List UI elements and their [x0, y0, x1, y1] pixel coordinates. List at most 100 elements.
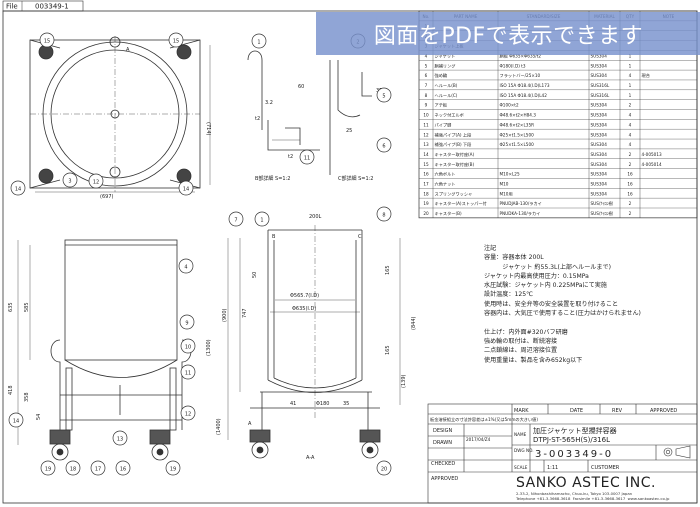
table-cell: 4	[629, 122, 632, 127]
dim-697: (697)	[100, 194, 113, 200]
date-header: DATE	[570, 408, 583, 414]
balloon: 7	[228, 211, 244, 227]
table-cell: SUS304	[591, 73, 608, 78]
table-cell: 1	[629, 63, 632, 68]
table-cell: 19	[423, 201, 429, 206]
dim-180: Φ180	[316, 401, 329, 407]
dim-t2-b: t2	[255, 116, 260, 122]
table-cell: SUS316L	[591, 93, 610, 98]
svg-text:8: 8	[382, 213, 385, 219]
table-cell: SUS304	[591, 142, 608, 147]
sheet-border	[2, 10, 698, 504]
table-cell: 4	[425, 53, 428, 58]
table-cell: 11	[423, 122, 429, 127]
svg-text:15: 15	[44, 39, 50, 45]
table-cell: 六角ボルト	[435, 171, 456, 178]
table-cell: 16	[423, 172, 429, 177]
balloon: 14	[10, 180, 26, 196]
dim-t2-b2: t2	[288, 154, 293, 160]
balloon: 1	[254, 211, 270, 227]
balloon: 1	[251, 33, 267, 49]
note-line: 使用重量は、製品を含み652kg以下	[484, 356, 583, 364]
file-number: 003349-1	[35, 3, 69, 11]
scale-label: SCALE	[514, 465, 528, 470]
table-cell: 4-005013	[642, 152, 662, 157]
balloon: 19	[40, 460, 56, 476]
balloon: 14	[8, 412, 24, 428]
note-line: 強め輪の取付は、断続溶接	[484, 337, 558, 345]
title-block	[427, 403, 698, 504]
dim-900: (900)	[222, 309, 228, 322]
table-cell: SUS/ﾅｲﾛﾝ樹	[591, 200, 614, 207]
balloon: 9	[179, 314, 195, 330]
svg-text:14: 14	[13, 419, 19, 425]
file-box	[2, 0, 84, 12]
table-cell: キャスター(A)ストッパー付	[435, 200, 487, 207]
table-cell: SUS304	[591, 182, 608, 187]
note-line: 使用時は、安全弁等の安全装置を取り付けること	[484, 300, 619, 308]
table-cell: 5	[425, 63, 428, 68]
svg-text:15: 15	[173, 39, 179, 45]
svg-text:11: 11	[304, 156, 310, 162]
view-pdf-button[interactable]: 図面をPDFで表示できます	[316, 12, 700, 55]
note-line: ジャケット内最高使用圧力：0.15MPa	[484, 272, 589, 280]
projection-symbol-icon	[663, 445, 691, 459]
svg-text:3: 3	[68, 179, 71, 185]
balloon: 11	[299, 149, 315, 165]
table-cell: SUS304	[591, 132, 608, 137]
svg-text:1: 1	[260, 218, 263, 224]
svg-text:16: 16	[120, 467, 126, 473]
balloon: 13	[112, 430, 128, 446]
svg-text:6: 6	[382, 144, 385, 150]
checked-label: CHECKED	[431, 461, 455, 467]
table-cell: キャスター取付座(A)	[435, 151, 475, 158]
table-cell: 1	[629, 83, 632, 88]
dim-54: 54	[36, 414, 42, 420]
section-mark-c: C	[358, 234, 362, 240]
balloon: 17	[90, 460, 106, 476]
svg-text:14: 14	[15, 187, 21, 193]
detail-b	[247, 50, 320, 151]
balloon: 14	[178, 180, 194, 196]
table-cell: ジャケット	[435, 52, 456, 58]
table-cell: 8	[425, 93, 428, 98]
table-cell: 2	[629, 152, 632, 157]
table-cell: SUS/ﾅｲﾛﾝ樹	[591, 210, 614, 217]
table-cell: 10	[423, 113, 429, 118]
drawn-label: DRAWN	[433, 440, 452, 446]
balloon: 20	[376, 460, 392, 476]
table-cell: 16	[627, 182, 633, 187]
table-cell: 2	[629, 211, 632, 216]
dwg-label: DWG NO.	[514, 448, 534, 453]
balloon: 8	[376, 206, 392, 222]
dim-165-b: 165	[385, 345, 391, 355]
notes-block: 注記 容量：容器本体 200L ジャケット 約55.3L(上部ヘルールまで) ジ…	[484, 244, 641, 365]
dim-747: 747	[242, 308, 248, 318]
name-value: 加圧ジャケット型攪拌容器	[533, 426, 617, 435]
svg-text:17: 17	[95, 467, 101, 473]
table-cell: 16	[627, 191, 633, 196]
table-cell: 4	[629, 142, 632, 147]
balloon: 12	[180, 405, 196, 421]
table-cell: ヘルール(C)	[435, 93, 458, 98]
table-cell: キャスター取付座(B)	[435, 161, 475, 168]
table-cell: 6	[425, 73, 428, 78]
table-cell: SUS304	[591, 113, 608, 118]
rev-header: REV	[612, 408, 623, 414]
section-mark-b: B	[272, 234, 276, 240]
svg-text:18: 18	[70, 467, 76, 473]
table-cell: 16	[627, 172, 633, 177]
balloon: 11	[180, 364, 196, 380]
table-cell: 9	[425, 103, 428, 108]
table-cell: 13	[423, 142, 429, 147]
balloon: 18	[65, 460, 81, 476]
